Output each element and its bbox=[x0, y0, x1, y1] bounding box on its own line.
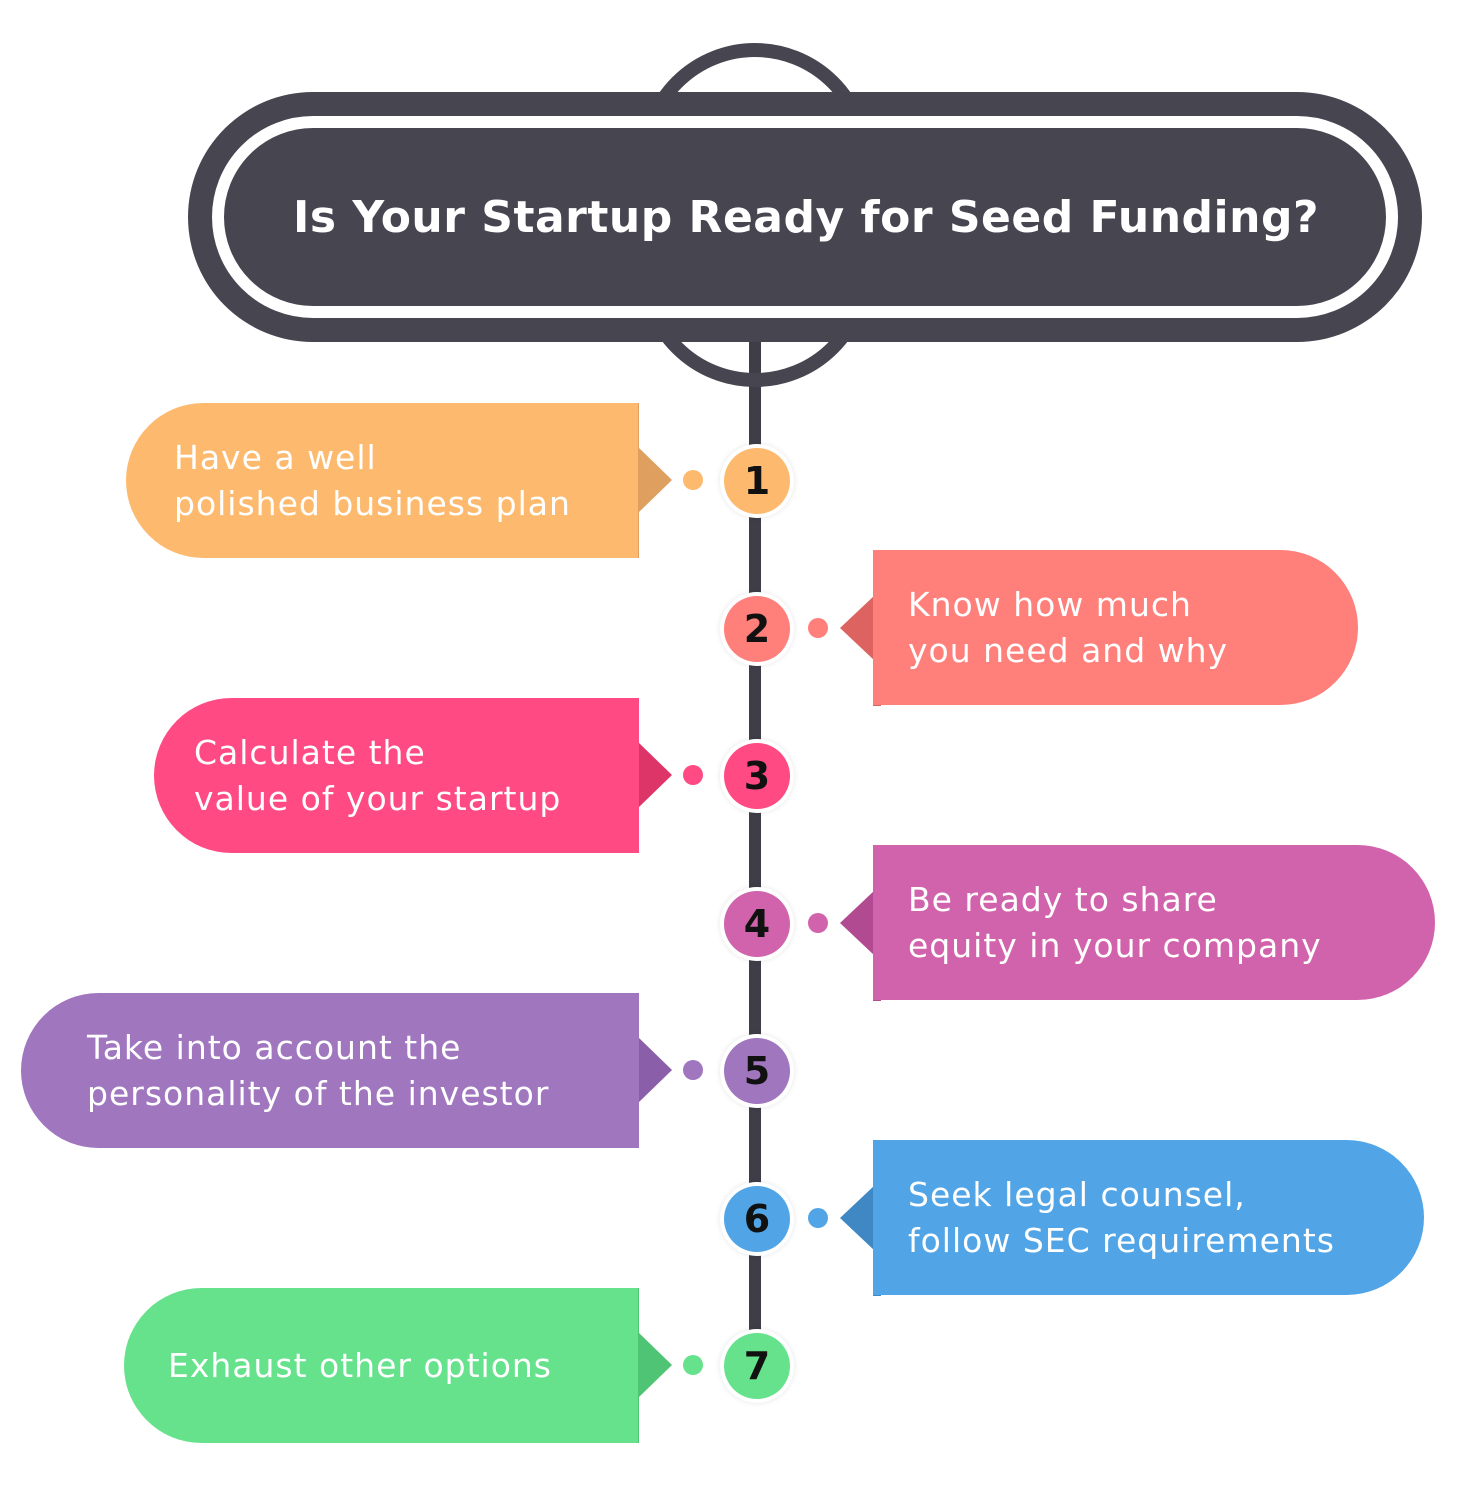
connector-dot-1 bbox=[683, 470, 703, 490]
step-text-2: Know how much you need and why bbox=[908, 584, 1229, 670]
step-card-2: Know how much you need and why bbox=[873, 550, 1358, 705]
connector-dot-2 bbox=[808, 618, 828, 638]
step-card-5: Take into account the personality of the… bbox=[21, 993, 639, 1148]
step-card-7: Exhaust other options bbox=[124, 1288, 638, 1443]
step-number-7: 7 bbox=[724, 1333, 790, 1399]
step-number-5: 5 bbox=[724, 1038, 790, 1104]
connector-dot-5 bbox=[683, 1060, 703, 1080]
step-card-4: Be ready to share equity in your company bbox=[873, 845, 1435, 1000]
step-pointer-3 bbox=[638, 742, 672, 808]
step-pointer-6 bbox=[840, 1185, 875, 1251]
connector-dot-6 bbox=[808, 1208, 828, 1228]
connector-dot-7 bbox=[683, 1355, 703, 1375]
step-text-3: Calculate the value of your startup bbox=[194, 732, 562, 818]
step-pointer-4 bbox=[840, 890, 875, 956]
step-text-4: Be ready to share equity in your company bbox=[908, 879, 1322, 965]
step-card-3: Calculate the value of your startup bbox=[154, 698, 639, 853]
connector-dot-3 bbox=[683, 765, 703, 785]
step-pointer-2 bbox=[840, 595, 875, 661]
page-title: Is Your Startup Ready for Seed Funding? bbox=[293, 191, 1319, 243]
step-number-1: 1 bbox=[724, 448, 790, 514]
step-pointer-7 bbox=[638, 1332, 672, 1398]
connector-dot-4 bbox=[808, 913, 828, 933]
title-pill-white-ring bbox=[212, 116, 1398, 318]
step-number-3: 3 bbox=[724, 743, 790, 809]
title-banner: Is Your Startup Ready for Seed Funding? bbox=[232, 136, 1380, 298]
step-number-4: 4 bbox=[724, 891, 790, 957]
step-text-6: Seek legal counsel, follow SEC requireme… bbox=[908, 1174, 1335, 1260]
step-text-7: Exhaust other options bbox=[168, 1345, 552, 1385]
step-number-6: 6 bbox=[724, 1186, 790, 1252]
step-text-5: Take into account the personality of the… bbox=[87, 1027, 550, 1113]
step-card-1: Have a well polished business plan bbox=[126, 403, 638, 558]
step-pointer-1 bbox=[638, 447, 672, 513]
step-number-2: 2 bbox=[724, 596, 790, 662]
step-pointer-5 bbox=[638, 1037, 672, 1103]
step-card-6: Seek legal counsel, follow SEC requireme… bbox=[873, 1140, 1424, 1295]
step-text-1: Have a well polished business plan bbox=[174, 437, 571, 523]
